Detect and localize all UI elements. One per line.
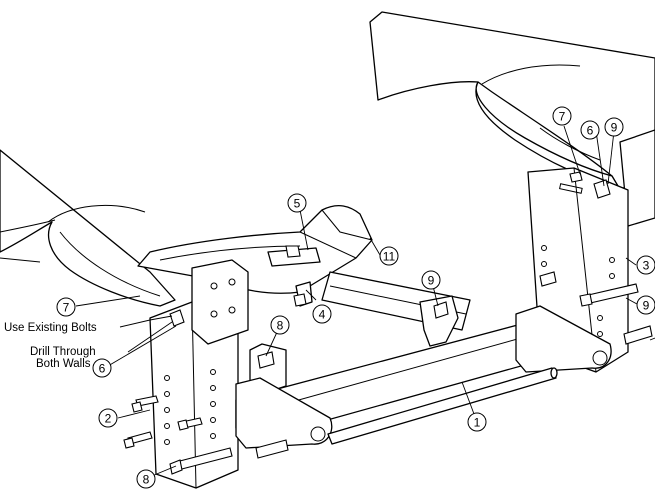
callout-3-label: 3	[643, 259, 650, 273]
note-use-existing-bolts: Use Existing Bolts	[4, 322, 97, 334]
note-drill-through-line1: Drill Through	[30, 346, 96, 358]
callout-5: 5	[287, 193, 307, 213]
callout-2: 2	[98, 408, 118, 428]
callout-7-left-label: 7	[63, 301, 70, 315]
callout-9-right: 9	[636, 295, 655, 315]
callout-3: 3	[636, 255, 655, 275]
callout-7-left: 7	[56, 297, 76, 317]
callout-1: 1	[467, 412, 487, 432]
callout-9-center-label: 9	[428, 274, 435, 288]
right-frame-rail	[369, 11, 655, 227]
callout-8-center: 8	[270, 315, 290, 335]
callout-4: 4	[312, 304, 332, 324]
leader-lines	[0, 125, 655, 479]
callout-6-right: 6	[580, 120, 600, 140]
callout-7-right: 7	[552, 106, 572, 126]
callout-9-top-right-label: 9	[611, 121, 618, 135]
callout-11: 11	[379, 246, 399, 266]
note-drill-through-line2: Both Walls	[36, 358, 91, 370]
callout-2-label: 2	[105, 412, 112, 426]
callout-8-bottom: 8	[136, 469, 156, 489]
callout-4-label: 4	[319, 308, 326, 322]
callout-1-label: 1	[474, 416, 481, 430]
callout-8-center-label: 8	[277, 319, 284, 333]
callout-5-label: 5	[294, 197, 301, 211]
callout-9-top-right: 9	[604, 117, 624, 137]
callout-9-center: 9	[421, 270, 441, 290]
callout-6-left-label: 6	[99, 362, 106, 376]
callout-9-right-label: 9	[643, 299, 650, 313]
bolts	[123, 171, 653, 475]
callout-11-label: 11	[383, 250, 396, 264]
callout-6-left: 6	[92, 358, 112, 378]
left-frame-rail	[0, 149, 176, 307]
left-side-plate	[149, 259, 249, 489]
callout-6-right-label: 6	[587, 124, 594, 138]
main-crossbar	[235, 305, 612, 449]
callout-7-right-label: 7	[559, 110, 566, 124]
callout-8-bottom-label: 8	[143, 473, 150, 487]
